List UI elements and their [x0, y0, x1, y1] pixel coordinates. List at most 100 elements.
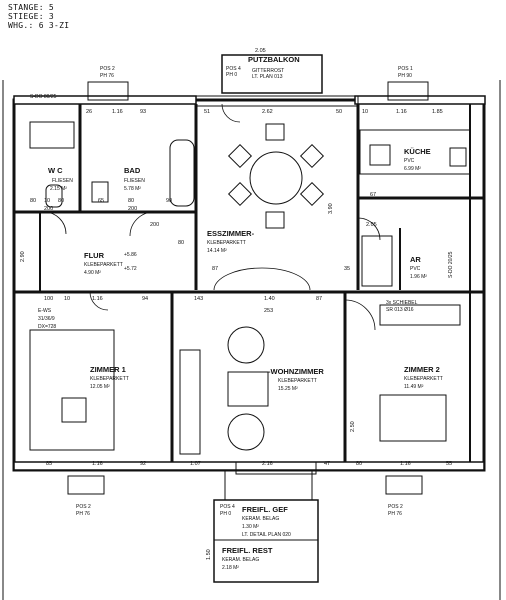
- z2-floor: KLEBEPARKETT: [404, 376, 443, 382]
- dim-116a: 1.16: [112, 109, 123, 115]
- dim-205-top: 2.05: [255, 48, 266, 54]
- flur-name: FLUR: [84, 251, 105, 260]
- bed-z1: [29, 329, 115, 451]
- dim-80c: 80: [128, 198, 134, 204]
- dim-94: 94: [142, 296, 148, 302]
- z2-name: ZIMMER 2: [404, 365, 440, 374]
- coffee-table: [227, 371, 269, 407]
- washer: [29, 121, 75, 149]
- dim-55: 55: [446, 461, 452, 467]
- bathtub: [169, 139, 195, 207]
- z1-floor: KLEBEPARKETT: [90, 376, 129, 382]
- dim-185: 1.85: [432, 109, 443, 115]
- chair-2: [265, 211, 285, 229]
- window-pos1-top: [387, 81, 429, 101]
- bottom-wall: [13, 461, 485, 471]
- ess-name: ESSZIMMER-: [207, 229, 255, 238]
- z1-name: ZIMMER 1: [90, 365, 126, 374]
- flur-floor: KLEBEPARKETT: [84, 262, 123, 268]
- wardrobe-z2: [379, 304, 461, 326]
- dim-116c: 1.16: [92, 296, 103, 302]
- pos2-top: POS 2: [100, 66, 115, 72]
- flur-area: 4.90 M²: [84, 270, 101, 276]
- dim-85: 85: [46, 461, 52, 467]
- z1-area: 12.05 M²: [90, 384, 110, 390]
- dim-80: 80: [30, 198, 36, 204]
- dim-205b: 2.05: [366, 222, 377, 228]
- ews-line3: DX=728: [38, 324, 56, 330]
- chair-4: [299, 143, 325, 169]
- freigef-name: FREIFL. GEF: [242, 505, 288, 514]
- sink-kueche: [449, 147, 467, 167]
- height-586: +5.86: [124, 252, 137, 258]
- dim-250: 2.50: [350, 421, 356, 432]
- dim-65: 65: [98, 198, 104, 204]
- sdo-label-2: S-DO 20/25: [448, 251, 454, 278]
- ph90-top: PH 90: [398, 73, 412, 79]
- wc-name: W C: [48, 166, 63, 175]
- dim-80b: 80: [58, 198, 64, 204]
- pos4-bottom: POS 4: [220, 504, 235, 510]
- dim-107: 1.07: [190, 461, 201, 467]
- dim-90: 90: [166, 198, 172, 204]
- furniture: [29, 121, 471, 455]
- door-swing-3: [213, 267, 311, 291]
- kueche-area: 6.99 M²: [404, 166, 421, 172]
- dim-216: 2.16: [262, 461, 273, 467]
- bad-name: BAD: [124, 166, 141, 175]
- dim-116e: 1.16: [400, 461, 411, 467]
- ar-floor: PVC: [410, 266, 421, 272]
- freigef-area: 1.30 M²: [242, 524, 259, 530]
- freigef-floor: KERAM. BELAG: [242, 516, 279, 522]
- windows: [67, 81, 429, 495]
- dim-87b: 87: [316, 296, 322, 302]
- ews-line1: E-WS: [38, 308, 52, 314]
- dim-50: 50: [336, 109, 342, 115]
- sdo-label-1: S-DO 80/25: [30, 94, 57, 100]
- door-swing-balcony: [221, 103, 241, 123]
- window-balcony-door: [195, 95, 359, 107]
- dim-10: 10: [362, 109, 368, 115]
- door-swing-2: [129, 211, 155, 237]
- dim-253: 253: [264, 308, 273, 314]
- ar-name: AR: [410, 255, 421, 264]
- balkon-name: PUTZBALKON: [248, 55, 300, 64]
- bad-floor: FLIESEN: [124, 178, 145, 184]
- dim-10b: 10: [44, 198, 50, 204]
- wc-area: 2.15 M²: [50, 186, 67, 192]
- dim-51: 51: [204, 109, 210, 115]
- window-pos2-bottom-left: [67, 475, 105, 495]
- dim-262: 2.62: [262, 109, 273, 115]
- header-line-3: WHG.: 6 3-ZI: [8, 21, 70, 30]
- wohn-floor: KLEBEPARKETT: [278, 378, 317, 384]
- ph0-bottom: PH 0: [220, 511, 231, 517]
- window-wohn-door: [235, 461, 317, 475]
- freigef-note: LT. DETAIL PLAN 020: [242, 532, 291, 538]
- dim-116b: 1.16: [396, 109, 407, 115]
- desk-z1: [61, 397, 87, 423]
- wohn-name: -WOHNZIMMER: [268, 367, 324, 376]
- dim-390: 3.90: [328, 203, 334, 214]
- schiebe-line2: SR 013 Ø16: [386, 307, 414, 313]
- chair-5: [227, 181, 253, 207]
- door-swing-5: [89, 291, 109, 311]
- dimension-labels: 2.05 26 1.16 93 51 2.62 50 10 1.16 1.85 …: [20, 48, 452, 560]
- armchair-1: [227, 326, 265, 364]
- wc-floor: FLIESEN: [52, 178, 73, 184]
- dim-10c: 10: [64, 296, 70, 302]
- balkon-ph: PH 0: [226, 72, 237, 78]
- freiflaeche-outline: [213, 499, 319, 583]
- window-pos2-bottom-right: [385, 475, 423, 495]
- bed-z2: [379, 394, 447, 442]
- armchair-2: [227, 413, 265, 451]
- height-572: +5.72: [124, 266, 137, 272]
- freirest-area: 2.18 M²: [222, 565, 239, 571]
- dim-47: 47: [324, 461, 330, 467]
- dim-87: 87: [212, 266, 218, 272]
- balkon-note2: LT. PLAN 013: [252, 74, 283, 80]
- ph76-bottom-left: PH 76: [76, 511, 90, 517]
- sofa: [179, 349, 201, 455]
- dim-100: 100: [44, 296, 53, 302]
- dim-200a: 200: [44, 206, 53, 212]
- ar-area: 1.96 M²: [410, 274, 427, 280]
